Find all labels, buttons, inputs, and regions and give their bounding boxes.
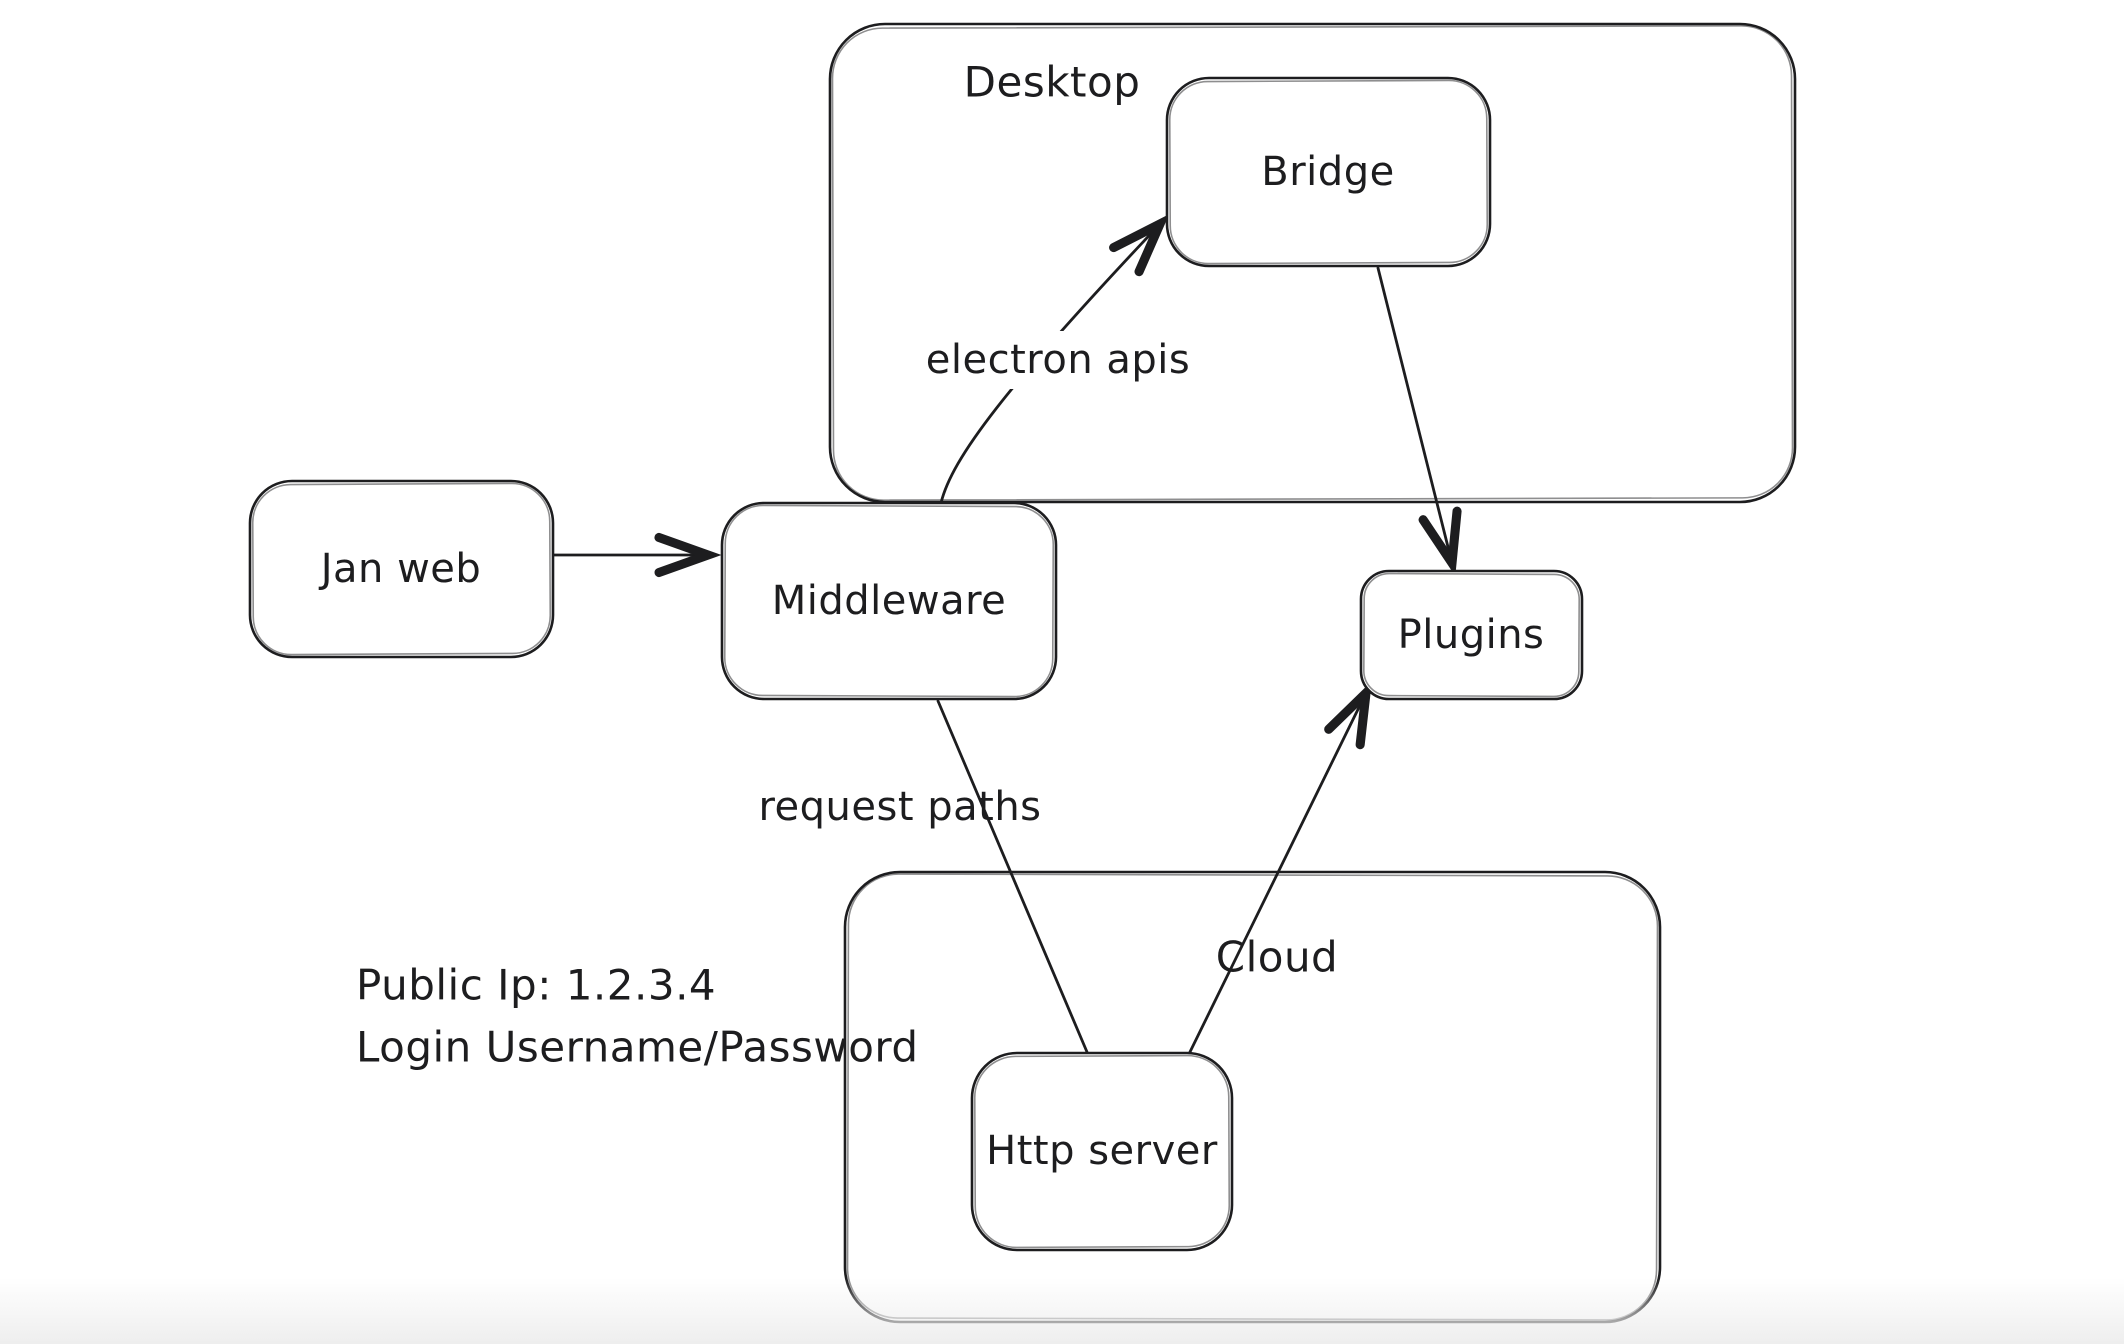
plugins-box[interactable]: [1359, 569, 1584, 701]
jan-web-box[interactable]: [248, 479, 555, 659]
desktop-container-label: Desktop: [964, 58, 1141, 107]
edge-bridge-to-plugins[interactable]: [1376, 266, 1462, 577]
http-server-box[interactable]: [970, 1051, 1234, 1252]
desktop-container-box[interactable]: [828, 22, 1797, 504]
note-line-2: Login Username/Password: [356, 1023, 919, 1072]
cloud-container-label: Cloud: [1216, 933, 1338, 982]
middleware-box-sketch: [723, 504, 1055, 698]
http-server-label: Http server: [986, 1128, 1218, 1174]
plugins-label: Plugins: [1398, 612, 1545, 658]
node-bridge[interactable]: Bridge: [1165, 76, 1492, 268]
middleware-box[interactable]: [720, 501, 1058, 701]
node-plugins[interactable]: Plugins: [1359, 569, 1584, 701]
edge-label-electron-apis-mask: [922, 331, 1194, 389]
bridge-box[interactable]: [1165, 76, 1492, 268]
jan-web-label: Jan web: [318, 546, 482, 592]
edge-label-request-paths: request paths: [758, 784, 1041, 830]
node-http-server[interactable]: Http server: [970, 1051, 1234, 1252]
note-line-1: Public Ip: 1.2.3.4: [356, 961, 716, 1010]
plugins-box-sketch: [1363, 572, 1580, 698]
bridge-label: Bridge: [1261, 149, 1394, 195]
bridge-box-sketch: [1168, 79, 1489, 265]
edge-label-electron-apis: electron apis: [926, 337, 1190, 383]
middleware-label: Middleware: [772, 578, 1007, 624]
desktop-container-box-sketch: [831, 25, 1794, 501]
node-jan-web[interactable]: Jan web: [248, 479, 555, 659]
edge-middleware-to-bridge[interactable]: [939, 214, 1170, 505]
container-desktop[interactable]: Desktop: [828, 22, 1797, 504]
node-middleware[interactable]: Middleware: [720, 501, 1058, 701]
annotation-note: Public Ip: 1.2.3.4 Login Username/Passwo…: [356, 961, 919, 1072]
edge-label-electron-apis-group: electron apis: [922, 331, 1194, 389]
container-cloud[interactable]: Cloud: [843, 870, 1662, 1324]
http-server-box-sketch: [973, 1054, 1231, 1249]
edge-middleware-to-httpserver[interactable]: [936, 699, 1089, 1054]
edges: [549, 214, 1462, 1058]
edge-httpserver-to-plugins[interactable]: [1186, 680, 1372, 1058]
jan-web-box-sketch: [251, 482, 552, 656]
